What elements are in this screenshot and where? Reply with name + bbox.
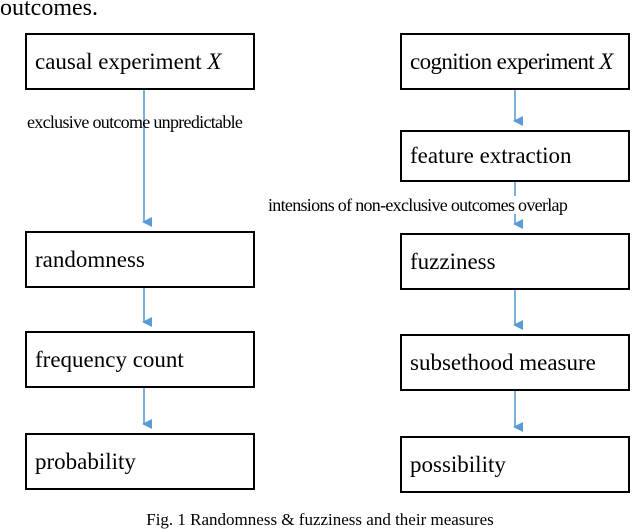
causal-experiment-variable: X bbox=[207, 48, 222, 74]
subsethood-measure-box: subsethood measure bbox=[400, 334, 630, 391]
frequency-count-label: frequency count bbox=[35, 346, 184, 372]
randomness-box: randomness bbox=[25, 231, 255, 288]
randomness-label: randomness bbox=[35, 246, 145, 272]
fuzziness-label: fuzziness bbox=[410, 248, 496, 274]
figure-caption: Fig. 1 Randomness & fuzziness and their … bbox=[146, 510, 494, 529]
cognition-experiment-label: cognition experiment bbox=[410, 48, 600, 74]
probability-box: probability bbox=[25, 433, 255, 490]
feature-extraction-label: feature extraction bbox=[410, 143, 572, 168]
cognition-experiment-box: cognition experiment X bbox=[400, 33, 630, 90]
probability-label: probability bbox=[35, 448, 136, 474]
subsethood-measure-label: subsethood measure bbox=[410, 349, 596, 375]
possibility-box: possibility bbox=[400, 436, 630, 493]
causal-experiment-box: causal experiment X bbox=[25, 33, 255, 90]
feature-extraction-box: feature extraction bbox=[400, 130, 630, 182]
possibility-label: possibility bbox=[410, 451, 506, 477]
left-arrow-note: exclusive outcome unpredictable bbox=[27, 112, 243, 132]
causal-experiment-label: causal experiment bbox=[35, 48, 208, 74]
fuzziness-box: fuzziness bbox=[400, 233, 630, 290]
cognition-experiment-variable: X bbox=[599, 48, 614, 74]
right-arrow-note: intensions of non-exclusive outcomes ove… bbox=[268, 195, 568, 215]
intro-text: outcomes. bbox=[0, 0, 98, 21]
frequency-count-box: frequency count bbox=[25, 331, 255, 388]
